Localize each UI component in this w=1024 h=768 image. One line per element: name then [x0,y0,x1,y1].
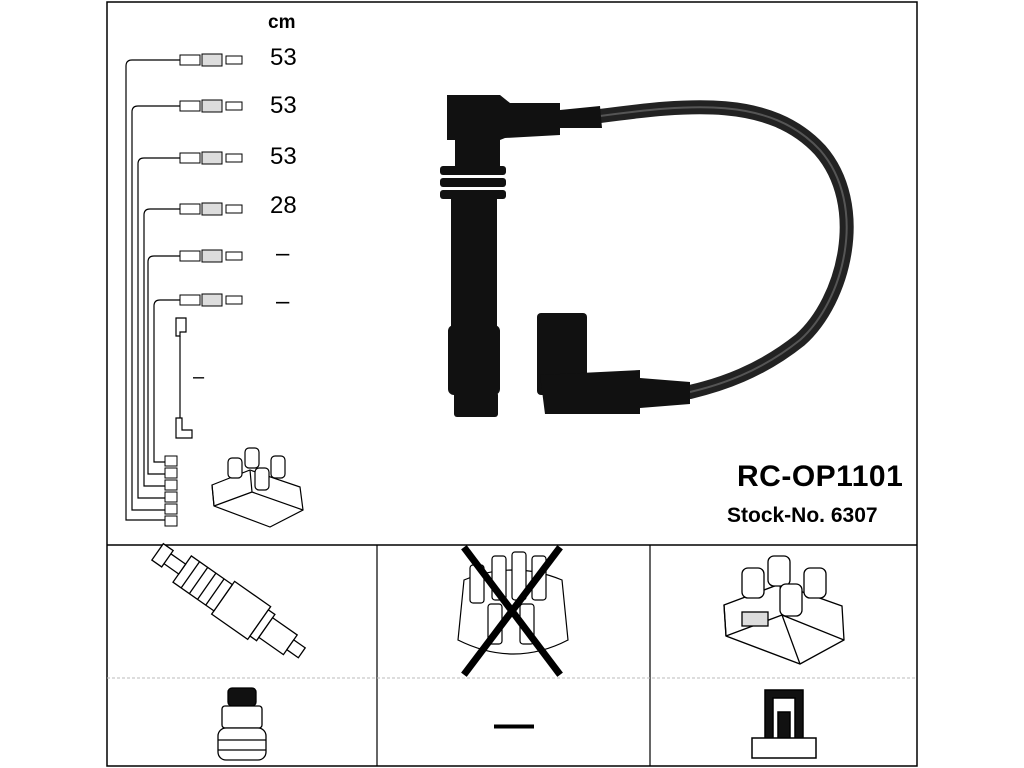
outer-border [106,1,918,767]
plug-boot-icon [217,687,267,761]
part-number: RC-OP1101 [737,460,904,493]
cable-length-6: – [276,288,290,315]
cable-length-1: 53 [270,44,297,71]
cable-length-3: 53 [270,143,297,170]
single-cable-length: – [193,366,205,388]
stock-number: Stock-No. 6307 [727,504,878,527]
ignition-cable-drawing [440,95,854,417]
cable-set-schematic [125,59,180,521]
distributor-cap-icon [457,551,569,655]
ignition-coil-icon [723,555,845,665]
single-cable-schematic [175,317,193,439]
spark-plug-icon [150,542,307,659]
cable-length-5: – [276,240,290,267]
cable-length-4: 28 [270,192,297,219]
length-unit-label: cm [268,12,296,33]
cable-connectors [164,53,243,527]
middle-bottom-mark: — [494,702,534,746]
cable-length-2: 53 [270,92,297,119]
not-applicable-cross-icon [461,545,563,677]
small-coil-icon [211,447,304,528]
coil-terminal-icon [751,689,817,759]
